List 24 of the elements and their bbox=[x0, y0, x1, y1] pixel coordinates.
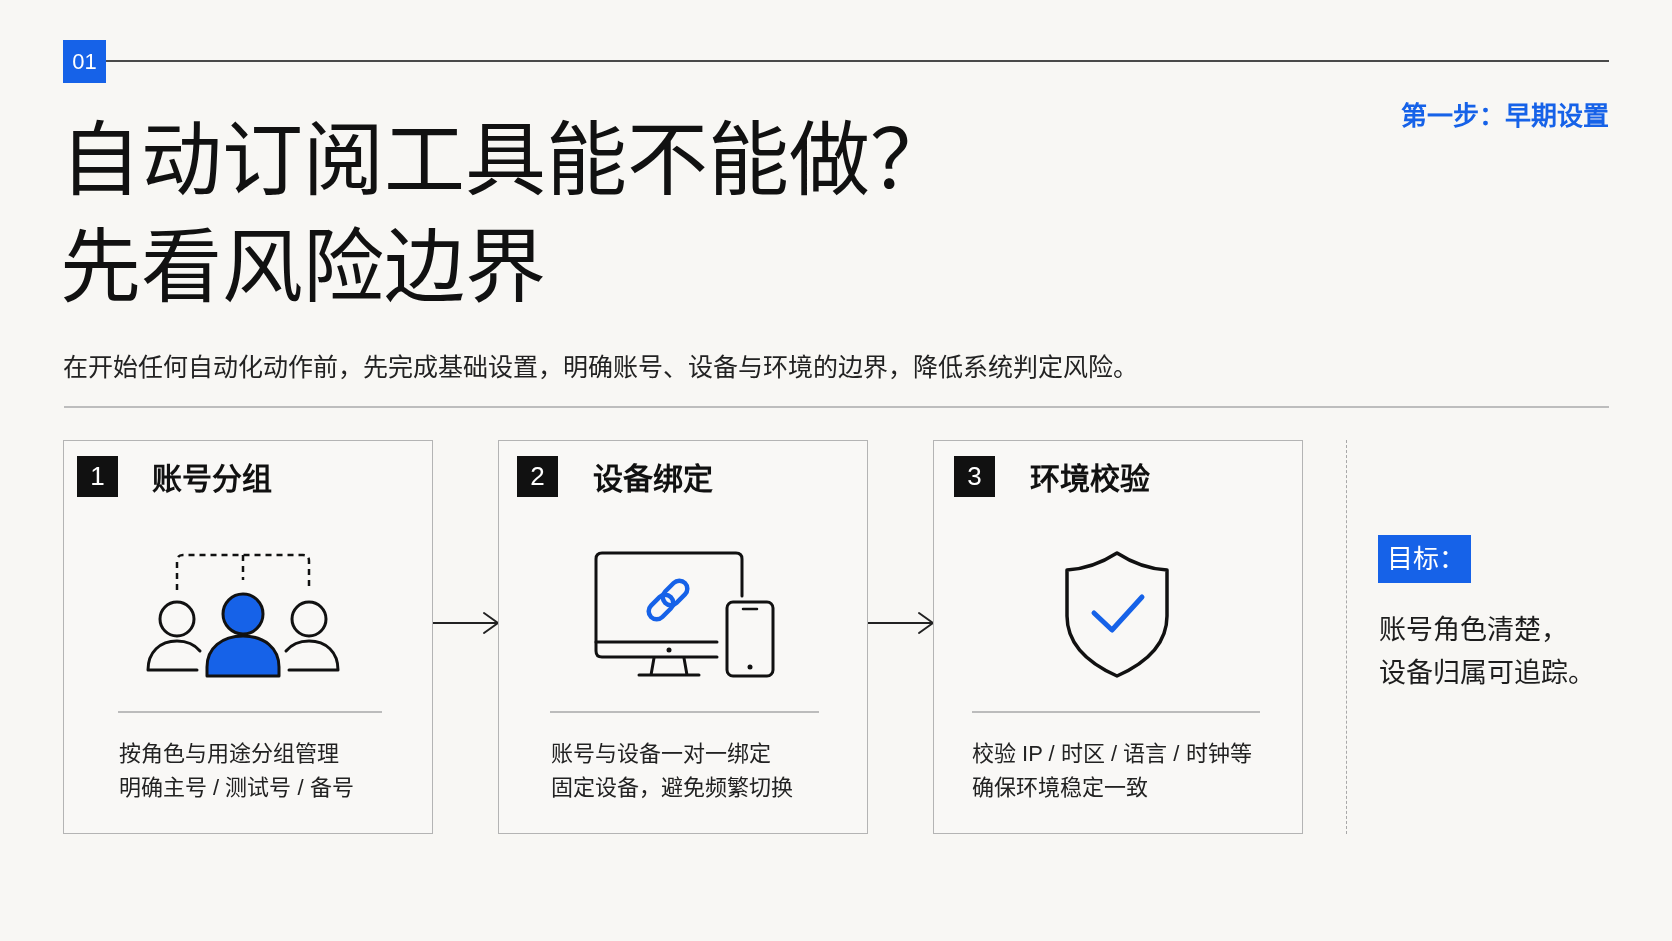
card-description: 账号与设备一对一绑定 bbox=[551, 740, 771, 768]
subtitle: 在开始任何自动化动作前，先完成基础设置，明确账号、设备与环境的边界，降低系统判定风险。 bbox=[63, 352, 1138, 383]
card-title: 设备绑定 bbox=[593, 461, 713, 497]
card-description: 明确主号 / 测试号 / 备号 bbox=[119, 774, 354, 802]
goal-text: 账号角色清楚， bbox=[1379, 614, 1568, 647]
arrow bbox=[867, 612, 934, 634]
card-title: 环境校验 bbox=[1030, 461, 1150, 497]
step-card bbox=[498, 440, 868, 834]
number-badge: 01 bbox=[63, 40, 106, 83]
goal-badge: 目标： bbox=[1378, 535, 1471, 583]
number-badge: 3 bbox=[954, 456, 995, 497]
step-label: 第一步：早期设置 bbox=[1401, 100, 1609, 133]
step-card bbox=[933, 440, 1303, 834]
arrow bbox=[432, 612, 499, 634]
card-description: 固定设备，避免频繁切换 bbox=[551, 774, 793, 802]
step-card bbox=[63, 440, 433, 834]
goal-text: 设备归属可追踪。 bbox=[1379, 657, 1595, 690]
title: 自动订阅工具能不能做？先看风险边界 bbox=[60, 114, 952, 314]
card-description: 按角色与用途分组管理 bbox=[119, 740, 339, 768]
card-description: 确保环境稳定一致 bbox=[972, 774, 1148, 802]
card-description: 校验 IP / 时区 / 语言 / 时钟等 bbox=[972, 740, 1252, 768]
card-title: 账号分组 bbox=[152, 461, 272, 497]
number-badge: 2 bbox=[517, 456, 558, 497]
number-badge: 1 bbox=[77, 456, 118, 497]
